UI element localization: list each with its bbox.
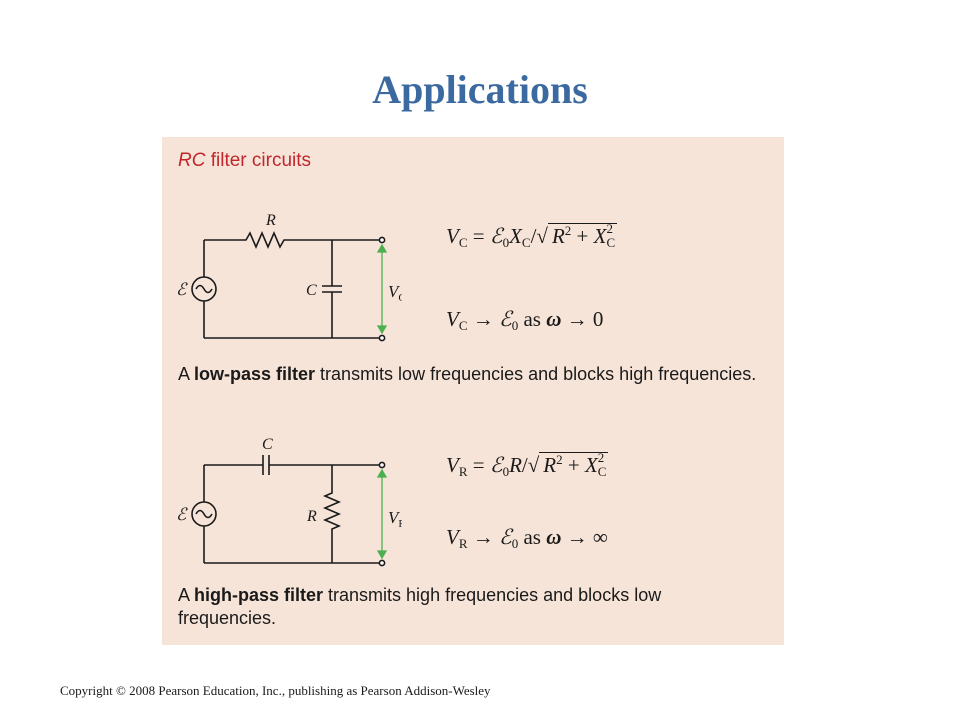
hp-equation-limit: VR → ℰ0 as ω → ∞ bbox=[446, 525, 608, 551]
copyright-notice: Copyright © 2008 Pearson Education, Inc.… bbox=[60, 683, 491, 698]
lp-emf-label: ℰ bbox=[176, 280, 188, 299]
hp-emf-label: ℰ bbox=[176, 505, 188, 524]
high-pass-description: A high-pass filter transmits high freque… bbox=[178, 585, 662, 628]
hp-capacitor-label: C bbox=[262, 437, 273, 453]
lp-capacitor-label: C bbox=[306, 282, 317, 299]
lp-top-wire bbox=[204, 230, 382, 250]
low-pass-circuit-diagram: R ℰ C VC bbox=[176, 212, 402, 342]
lp-resistor-label: R bbox=[265, 212, 276, 229]
heading-rc: RC bbox=[178, 150, 206, 171]
svg-text:VR: VR bbox=[388, 508, 402, 530]
hp-voltage-label: V bbox=[388, 508, 401, 527]
hp-source-symbol bbox=[191, 501, 217, 527]
lp-voltage-sub: C bbox=[398, 292, 402, 304]
lp-source-symbol bbox=[191, 276, 217, 302]
low-pass-term: low-pass filter bbox=[194, 364, 316, 384]
heading-rest: filter circuits bbox=[205, 150, 312, 171]
lp-voltage-label: V bbox=[388, 282, 401, 301]
lp-capacitor-branch bbox=[322, 240, 342, 338]
high-pass-circuit-diagram: C ℰ R VR bbox=[176, 437, 402, 567]
lp-equation-limit: VC → ℰ0 as ω → 0 bbox=[446, 307, 604, 333]
hp-resistor-label: R bbox=[306, 508, 317, 525]
slide-title: Applications bbox=[372, 67, 588, 112]
svg-text:VC: VC bbox=[388, 282, 402, 304]
rc-filter-panel: RC filter circuits R ℰ C VC VC = ℰ0XC/√R… bbox=[162, 137, 784, 645]
panel-heading: RC filter circuits bbox=[178, 150, 311, 172]
hp-resistor-branch bbox=[322, 465, 342, 563]
hp-voltage-sub: R bbox=[398, 518, 402, 530]
high-pass-term: high-pass filter bbox=[194, 585, 324, 605]
hp-top-wire bbox=[204, 455, 382, 475]
low-pass-description: A low-pass filter transmits low frequenc… bbox=[178, 364, 757, 384]
